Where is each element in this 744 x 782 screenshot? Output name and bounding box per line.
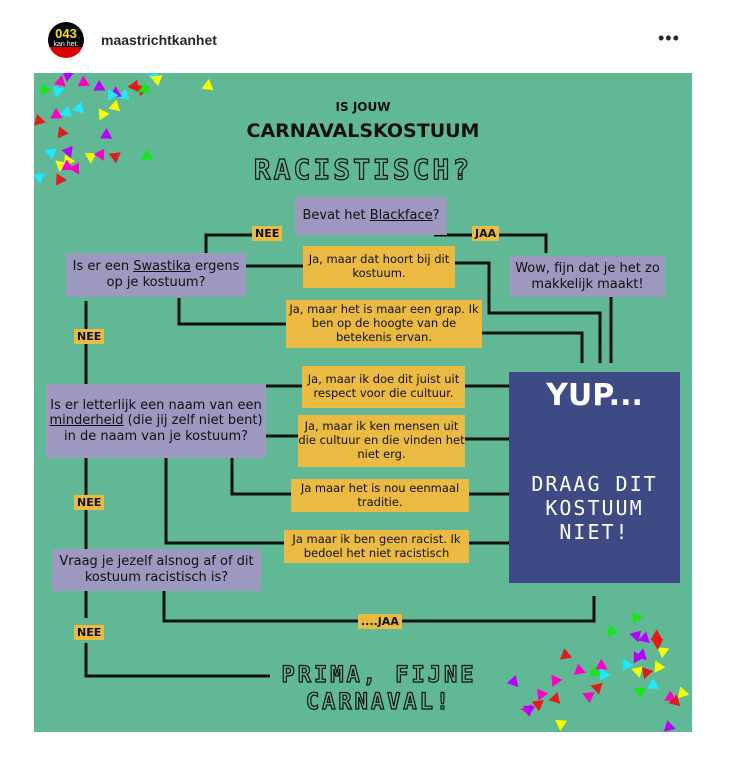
confetti-piece [635, 648, 647, 660]
confetti-piece [582, 692, 595, 704]
confetti-piece [595, 658, 608, 670]
confetti-piece [34, 172, 45, 185]
title-line1: IS JOUW [335, 100, 391, 114]
confetti-piece [654, 660, 666, 673]
confetti-piece [201, 79, 214, 91]
confetti-piece [638, 631, 650, 644]
wow-box: Wow, fijn dat je het zo makkelijk maakt! [510, 256, 665, 297]
confetti-piece [61, 145, 73, 158]
confetti-piece [622, 658, 634, 671]
nee-label: NEE [252, 226, 283, 241]
confetti-piece [52, 85, 65, 98]
confetti-piece [506, 675, 519, 687]
confetti-piece [629, 630, 642, 643]
confetti-piece [50, 107, 63, 119]
confetti-piece [650, 629, 663, 641]
confetti-piece [633, 687, 646, 699]
confetti-piece [100, 128, 113, 139]
confetti-piece [668, 694, 681, 707]
confetti-piece [77, 75, 90, 87]
confetti-piece [53, 75, 66, 87]
title-line2: CARNAVALSKOSTUUM [246, 120, 480, 142]
confetti-piece [108, 152, 121, 164]
title-line3: RACISTISCH? [253, 152, 473, 186]
end-line1: PRIMA, FIJNE [281, 662, 477, 688]
confetti-piece [150, 74, 163, 87]
confetti-piece [68, 162, 80, 175]
nee-label: NEE [74, 625, 105, 640]
jaa-label: JAA [472, 226, 500, 241]
confetti-piece [107, 88, 119, 101]
confetti-piece [522, 705, 536, 717]
excuse-box: Ja, maar ik doe dit juist uit respect vo… [302, 366, 465, 408]
confetti-piece [63, 73, 74, 82]
confetti-piece [141, 149, 154, 160]
confetti-piece [641, 667, 654, 680]
confetti-piece [599, 668, 611, 681]
post-image: IS JOUW CARNAVALSKOSTUUM RACISTISCH? Bev… [34, 73, 692, 732]
yup-box: YUP... DRAAG DIT KOSTUUM NIET! [509, 372, 680, 583]
confetti-piece [40, 83, 52, 96]
confetti-piece [573, 663, 586, 675]
confetti-piece [127, 79, 139, 92]
confetti-piece [34, 113, 46, 126]
excuse-box: Ja maar ik ben geen racist. Ik bedoel he… [284, 530, 469, 563]
nee-label: NEE [74, 495, 105, 510]
confetti-decoration [34, 73, 690, 732]
confetti-piece [61, 159, 74, 171]
confetti-piece [138, 82, 151, 93]
confetti-piece [677, 686, 690, 699]
confetti-piece [55, 160, 68, 172]
confetti-piece [56, 173, 67, 186]
confetti-piece [84, 152, 97, 164]
confetti-piece [57, 126, 69, 139]
confetti-piece [647, 678, 660, 689]
nee-label: NEE [74, 329, 105, 344]
confetti-piece [651, 639, 664, 650]
end-line2: CARNAVAL! [305, 689, 453, 715]
yup-text: DRAAG DIT KOSTUUM NIET! [531, 472, 658, 544]
jaa-label: ....JAA [358, 614, 402, 629]
confetti-piece [631, 666, 644, 678]
excuse-box: Ja, maar het is maar een grap. Ik ben op… [286, 300, 482, 348]
confetti-piece [60, 105, 73, 117]
excuse-box: Ja maar het is nou eenmaal traditie. [291, 479, 469, 512]
confetti-piece [560, 648, 572, 660]
confetti-piece [590, 682, 603, 695]
confetti-piece [98, 108, 110, 121]
confetti-piece [555, 719, 568, 731]
question-swastika: Is er een Swastika ergens op je kostuum? [66, 253, 246, 297]
excuse-box: Ja, maar ik ken mensen uit die cultuur e… [298, 415, 465, 467]
confetti-piece [72, 101, 84, 114]
confetti-piece [93, 80, 106, 91]
excuse-box: Ja, maar dat hoort bij dit kostuum. [303, 246, 455, 288]
confetti-piece [631, 612, 644, 625]
confetti-piece [551, 674, 563, 687]
confetti-piece [663, 720, 676, 732]
username-link[interactable]: maastrichtkanhet [101, 32, 217, 48]
question-minderheid: Is er letterlijk een naam van een minder… [46, 384, 266, 458]
question-alsnog: Vraag je jezelf alsnog af of dit kostuum… [52, 549, 261, 591]
question-blackface: Bevat het Blackface? [295, 197, 447, 235]
confetti-piece [607, 624, 619, 637]
confetti-piece [108, 99, 121, 112]
yup-title: YUP... [546, 378, 643, 413]
flowchart-lines [84, 233, 613, 678]
confetti-piece [657, 647, 670, 659]
more-options-icon[interactable]: ••• [658, 28, 680, 48]
confetti-piece [44, 148, 57, 160]
confetti-piece [93, 148, 105, 161]
confetti-piece [117, 88, 130, 101]
confetti-piece [588, 665, 601, 677]
confetti-piece [531, 700, 544, 712]
confetti-piece [537, 688, 549, 701]
confetti-piece [548, 691, 561, 704]
